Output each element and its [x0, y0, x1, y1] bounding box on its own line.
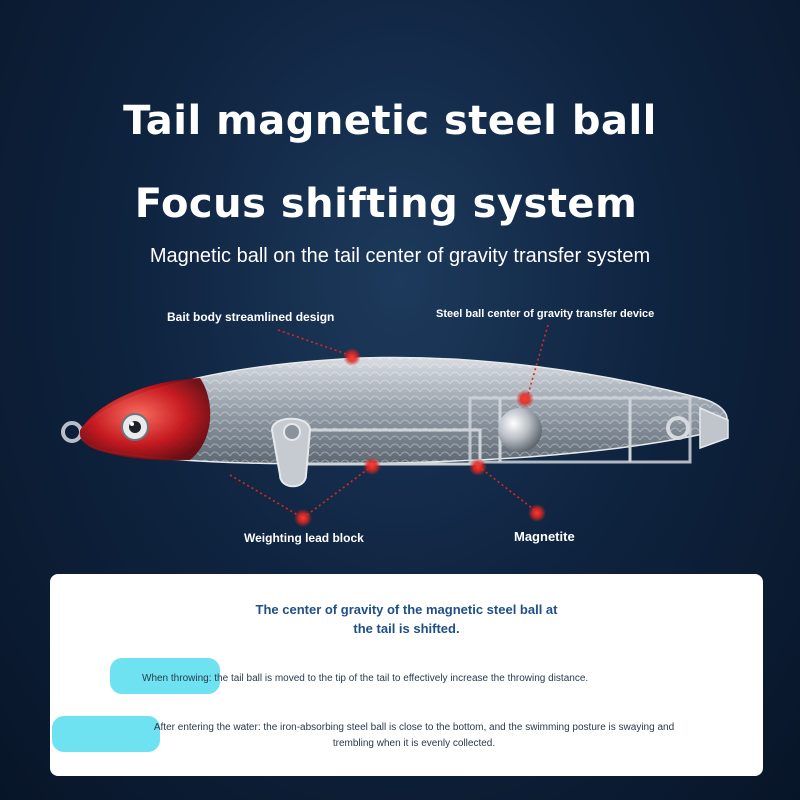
water-note-line1: After entering the water: the iron-absor… — [79, 720, 749, 736]
throwing-label: When throwing — [142, 673, 209, 684]
line-tie-ring-icon — [61, 421, 83, 443]
callout-lead-block: Weighting lead block — [244, 531, 364, 545]
marker-dot — [528, 504, 546, 522]
callout-magnetite: Magnetite — [514, 529, 575, 544]
highlight-pill — [52, 716, 160, 752]
marker-dot — [469, 458, 487, 476]
marker-dot — [516, 390, 534, 408]
water-text-line2: trembling when it is evenly collected. — [332, 738, 496, 749]
fishing-lure-illustration — [61, 324, 729, 527]
tail-hook-eye-icon — [666, 416, 690, 440]
callout-transfer-device: Steel ball center of gravity transfer de… — [436, 308, 655, 320]
throwing-text: : the tail ball is moved to the tip of t… — [208, 673, 589, 684]
panel-heading-line2: the tail is shifted. — [353, 621, 460, 636]
water-note: After entering the water: the iron-absor… — [79, 720, 749, 752]
callout-body-design: Bait body streamlined design — [167, 310, 335, 324]
belly-hook-eye-icon — [270, 417, 312, 488]
info-panel: The center of gravity of the magnetic st… — [50, 574, 763, 776]
page-subtitle: Magnetic ball on the tail center of grav… — [149, 245, 651, 267]
panel-heading-line1: The center of gravity of the magnetic st… — [255, 602, 558, 617]
water-label: After entering the water — [153, 722, 258, 733]
highlight-pill — [110, 658, 220, 694]
panel-heading: The center of gravity of the magnetic st… — [50, 600, 763, 638]
water-text-line1: : the iron-absorbing steel ball is close… — [257, 722, 675, 733]
steel-ball — [498, 408, 542, 452]
page-title-line1: Tail magnetic steel ball — [123, 98, 657, 144]
throwing-note: When throwing: the tail ball is moved to… — [142, 671, 588, 687]
page-title-line2: Focus shifting system — [134, 181, 638, 227]
marker-dot — [294, 509, 312, 527]
marker-dot — [363, 457, 381, 475]
marker-dot — [343, 348, 361, 366]
